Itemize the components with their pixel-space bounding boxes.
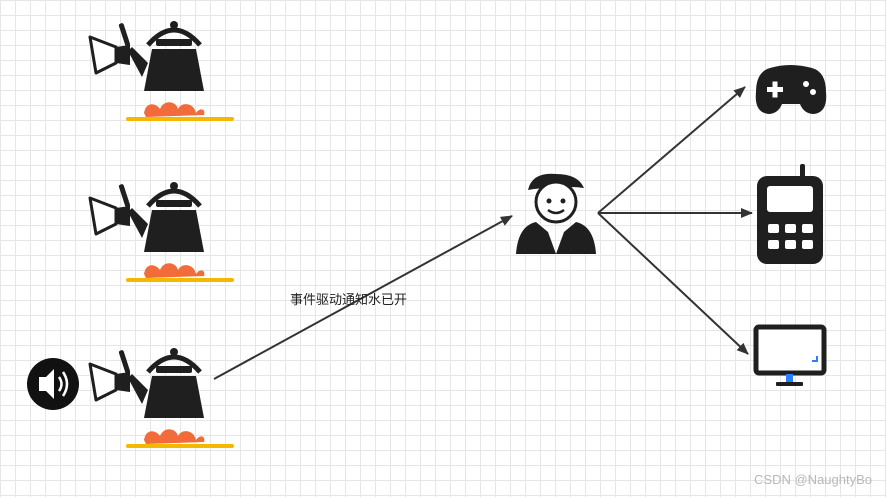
mobile-phone-icon [757,164,823,264]
kettle-stove-icon-1 [90,21,234,121]
event-arrow [213,215,513,380]
kettle-stove-icon-3 [90,348,234,448]
watermark: CSDN @NaughtyBo [754,472,872,487]
event-arrow-label: 事件驱动通知水已开 [290,293,408,308]
gamepad-icon [755,65,827,114]
notify-arrow-monitor [597,212,749,355]
speaker-icon [27,358,79,410]
kettle-stove-icon-2 [90,182,234,282]
monitor-icon [753,324,827,386]
observer-person-icon [514,172,598,256]
notify-arrow-gamepad [597,86,746,214]
